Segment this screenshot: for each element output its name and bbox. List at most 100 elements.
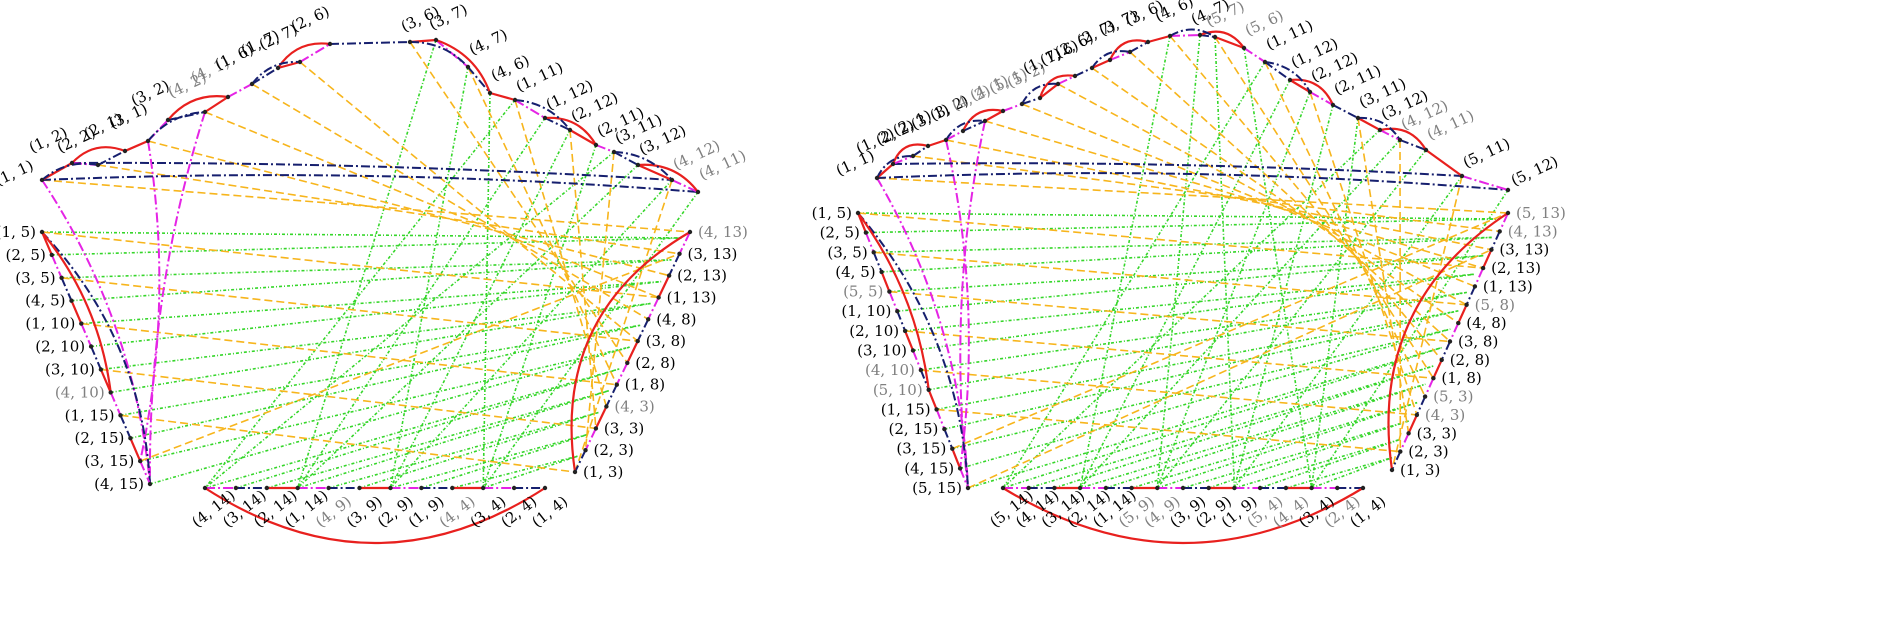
vertex-dot (1077, 485, 1083, 491)
green-edge (1243, 47, 1313, 489)
vertex-dot (138, 458, 143, 464)
vertex-dot (957, 466, 963, 471)
orange-edge (889, 290, 1451, 343)
vertex-label: (3, 5) (827, 243, 867, 261)
vertex-dot (669, 177, 675, 183)
vertex-dot (1309, 485, 1314, 491)
vertex-label: (5, 12) (1508, 152, 1561, 189)
boundary-edge (912, 145, 929, 157)
vertex-dot (918, 367, 924, 373)
vertex-dot (1480, 265, 1486, 271)
vertex-dot (233, 485, 239, 491)
orange-edge (569, 129, 597, 429)
green-edge (81, 280, 662, 325)
vertex-dot (1055, 81, 1061, 87)
diagram-right: (1, 1)(1, 2)(2, 2)(2, 1)(3, 1)(3, 2)(4, … (812, 0, 1566, 544)
orange-edge (951, 212, 1509, 450)
vertex-dot (604, 404, 609, 409)
green-edge (204, 151, 615, 489)
orange-edge (1214, 36, 1435, 379)
vertex-label: (2, 8) (635, 354, 675, 372)
vertex-dot (465, 64, 471, 70)
boundary-edge (204, 96, 229, 113)
vertex-dot (1052, 485, 1057, 491)
boundary-edge (1147, 34, 1171, 44)
green-edge (1156, 34, 1201, 489)
vertex-label: (4, 13) (1508, 222, 1558, 240)
vertex-dot (1000, 108, 1006, 114)
green-edge (297, 117, 546, 489)
vertex-dot (943, 137, 949, 143)
boundary-edge (1214, 35, 1245, 50)
vertex-dot (855, 210, 861, 216)
vertex-label: (3, 10) (45, 361, 95, 379)
vertex-dot (1330, 102, 1336, 108)
green-edge (1054, 365, 1434, 489)
red-arc (204, 487, 546, 545)
vertex-dot (202, 485, 208, 491)
green-edge (1214, 36, 1236, 489)
vertex-dot (1089, 65, 1095, 71)
green-edge (297, 164, 639, 489)
vertex-dot (614, 382, 619, 387)
green-edge (1079, 383, 1426, 489)
vertex-dot (982, 118, 988, 124)
green-edge (421, 433, 589, 489)
vertex-dot (1439, 357, 1444, 363)
vertex-dot (677, 251, 682, 256)
green-edge (482, 191, 699, 489)
green-edge (1310, 117, 1359, 489)
vertex-dot (388, 485, 393, 491)
green-edge (390, 433, 589, 489)
green-edge (235, 368, 620, 489)
vertex-dot (264, 485, 269, 491)
boundary-edge (1169, 34, 1201, 37)
vertex-dot (1398, 449, 1403, 454)
orange-edge (584, 151, 615, 451)
diagram-left: (1, 1)(1, 2)(2, 2)(2, 1)(3, 1)(3, 2)(4, … (0, 0, 749, 545)
green-edge (204, 99, 516, 489)
vertex-dot (1360, 485, 1366, 491)
vertex-dot (95, 162, 101, 168)
boundary-edge (1415, 396, 1427, 416)
vertex-dot (59, 275, 64, 280)
boundary-edge (569, 129, 597, 146)
vertex-dot (1489, 247, 1494, 252)
green-edge (1105, 383, 1426, 489)
green-edge (389, 179, 673, 489)
boundary-edge (1002, 103, 1023, 112)
vertex-label: (4, 15) (94, 475, 144, 493)
green-edge (1131, 401, 1418, 489)
vertex-label: (1, 1) (0, 156, 36, 189)
vertex-dot (1447, 339, 1453, 344)
vertex-dot (1456, 320, 1461, 326)
vertex-dot (666, 273, 672, 278)
vertex-label: (3, 13) (1499, 241, 1549, 259)
vertex-dot (1103, 485, 1109, 491)
orange-edge (1391, 175, 1463, 471)
navy-arc (1264, 61, 1311, 93)
navy-arc (147, 111, 206, 142)
red-arc (71, 146, 126, 164)
vertex-dot (1257, 485, 1263, 491)
boundary-edge (927, 138, 947, 148)
green-edge (51, 237, 683, 256)
red-arc (857, 212, 930, 390)
green-edge (389, 129, 571, 489)
vertex-label: (1, 4) (528, 492, 571, 531)
green-edge (889, 254, 1484, 293)
vertex-label: (4, 10) (865, 361, 915, 379)
orange-edge (409, 41, 628, 364)
vertex-dot (450, 485, 455, 491)
green-edge (881, 236, 1492, 273)
vertex-dot (1423, 147, 1429, 153)
orange-edge (1091, 67, 1459, 324)
green-edge (959, 328, 1451, 470)
vertex-dot (1431, 376, 1436, 381)
green-edge (1233, 104, 1334, 489)
navy-arc (876, 154, 914, 179)
green-edge (952, 328, 1451, 450)
vertex-dot (879, 269, 884, 275)
boundary-edge (489, 91, 516, 102)
vertex-label: (2, 5) (820, 224, 860, 242)
